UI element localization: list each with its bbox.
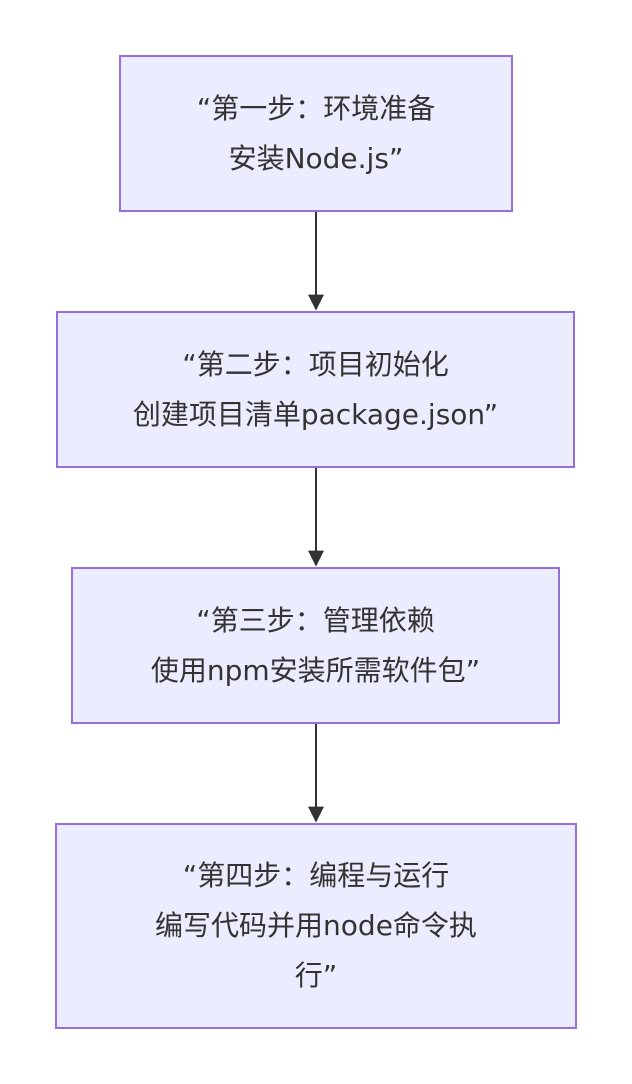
node-step1-line-1: “第一步：环境准备 xyxy=(196,91,436,125)
flow-node-step2: “第二步：项目初始化 创建项目清单package.json” xyxy=(56,311,575,468)
node-step4-line-2: 编写代码并用node命令执 xyxy=(155,909,477,942)
flow-node-step1: “第一步：环境准备 安装Node.js” xyxy=(119,55,513,212)
node-step4-line-1: “第四步：编程与运行 xyxy=(182,859,450,892)
flow-node-step3: “第三步：管理依赖 使用npm安装所需软件包” xyxy=(71,567,560,724)
node-step2-line-2: 创建项目清单package.json” xyxy=(132,397,499,431)
node-step3-line-1: “第三步：管理依赖 xyxy=(196,603,435,637)
node-step3-line-2: 使用npm安装所需软件包” xyxy=(150,653,481,687)
node-step2-line-1: “第二步：项目初始化 xyxy=(182,347,449,381)
node-step1-line-2: 安装Node.js” xyxy=(228,141,404,175)
node-step4-line-3: 行” xyxy=(294,959,338,992)
flow-node-step4: “第四步：编程与运行 编写代码并用node命令执 行” xyxy=(55,823,577,1029)
